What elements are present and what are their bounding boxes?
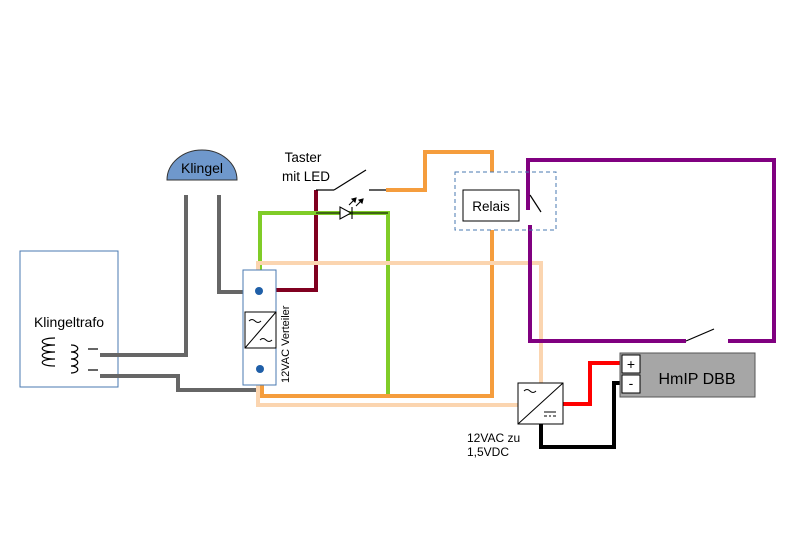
dbb-minus-label: - — [629, 375, 634, 391]
wire-purple-relay-loop-1 — [526, 158, 776, 343]
bell-icon — [166, 149, 238, 181]
led-icon — [316, 197, 388, 220]
dbb-plus-label: + — [627, 356, 635, 372]
wire-orange-relay-distributor — [260, 230, 494, 398]
distributor-terminal-bottom — [256, 365, 264, 373]
converter-label-line1: 12VAC zu — [467, 431, 520, 445]
wire-orange-button-relay — [386, 150, 494, 192]
dbb-box — [619, 352, 756, 398]
transformer-label: Klingeltrafo — [34, 314, 104, 330]
dbb-label: HmIP DBB — [658, 371, 735, 388]
wire-red-positive — [563, 361, 625, 406]
dbb-terminal-plus — [621, 354, 641, 374]
switch-icon-purple — [685, 328, 715, 342]
relay-contact — [529, 194, 542, 213]
doorbell-unit: + - HmIP DBB — [619, 352, 756, 398]
transformer: Klingeltrafo — [19, 250, 119, 388]
wire-grey-trafo-distributor — [100, 374, 258, 392]
switch-icon — [316, 169, 386, 191]
distributor-label: 12VAC Verteiler — [280, 305, 292, 383]
converter: 12VAC zu 1,5VDC — [467, 382, 564, 459]
wires — [100, 150, 776, 449]
dbb-terminal-minus — [621, 374, 641, 394]
coil-icon — [41, 337, 98, 374]
wire-peach-distributor-converter — [256, 261, 543, 385]
button-label-line1: Taster — [285, 150, 322, 165]
bell: Klingel — [166, 149, 238, 181]
distributor: 12VAC Verteiler — [242, 269, 292, 386]
wire-maroon-distributor-button — [260, 190, 318, 292]
relay-label: Relais — [472, 199, 510, 214]
wire-purple-relay-loop-2 — [528, 225, 686, 343]
bell-label: Klingel — [181, 160, 223, 176]
transformer-box — [19, 250, 119, 388]
converter-label-line2: 1,5VDC — [467, 445, 509, 459]
distributor-terminal-top — [255, 287, 263, 295]
ac-ac-symbol — [244, 311, 277, 349]
relay-dashed-box — [454, 171, 557, 231]
wire-black-negative — [539, 381, 625, 449]
button-with-led: Taster mit LED — [282, 150, 388, 220]
wire-grey-trafo-bell — [100, 195, 188, 357]
relay: Relais — [454, 171, 557, 231]
button-label-line2: mit LED — [282, 169, 330, 184]
ac-dc-symbol — [517, 382, 564, 425]
relay-coil-box — [462, 189, 520, 222]
